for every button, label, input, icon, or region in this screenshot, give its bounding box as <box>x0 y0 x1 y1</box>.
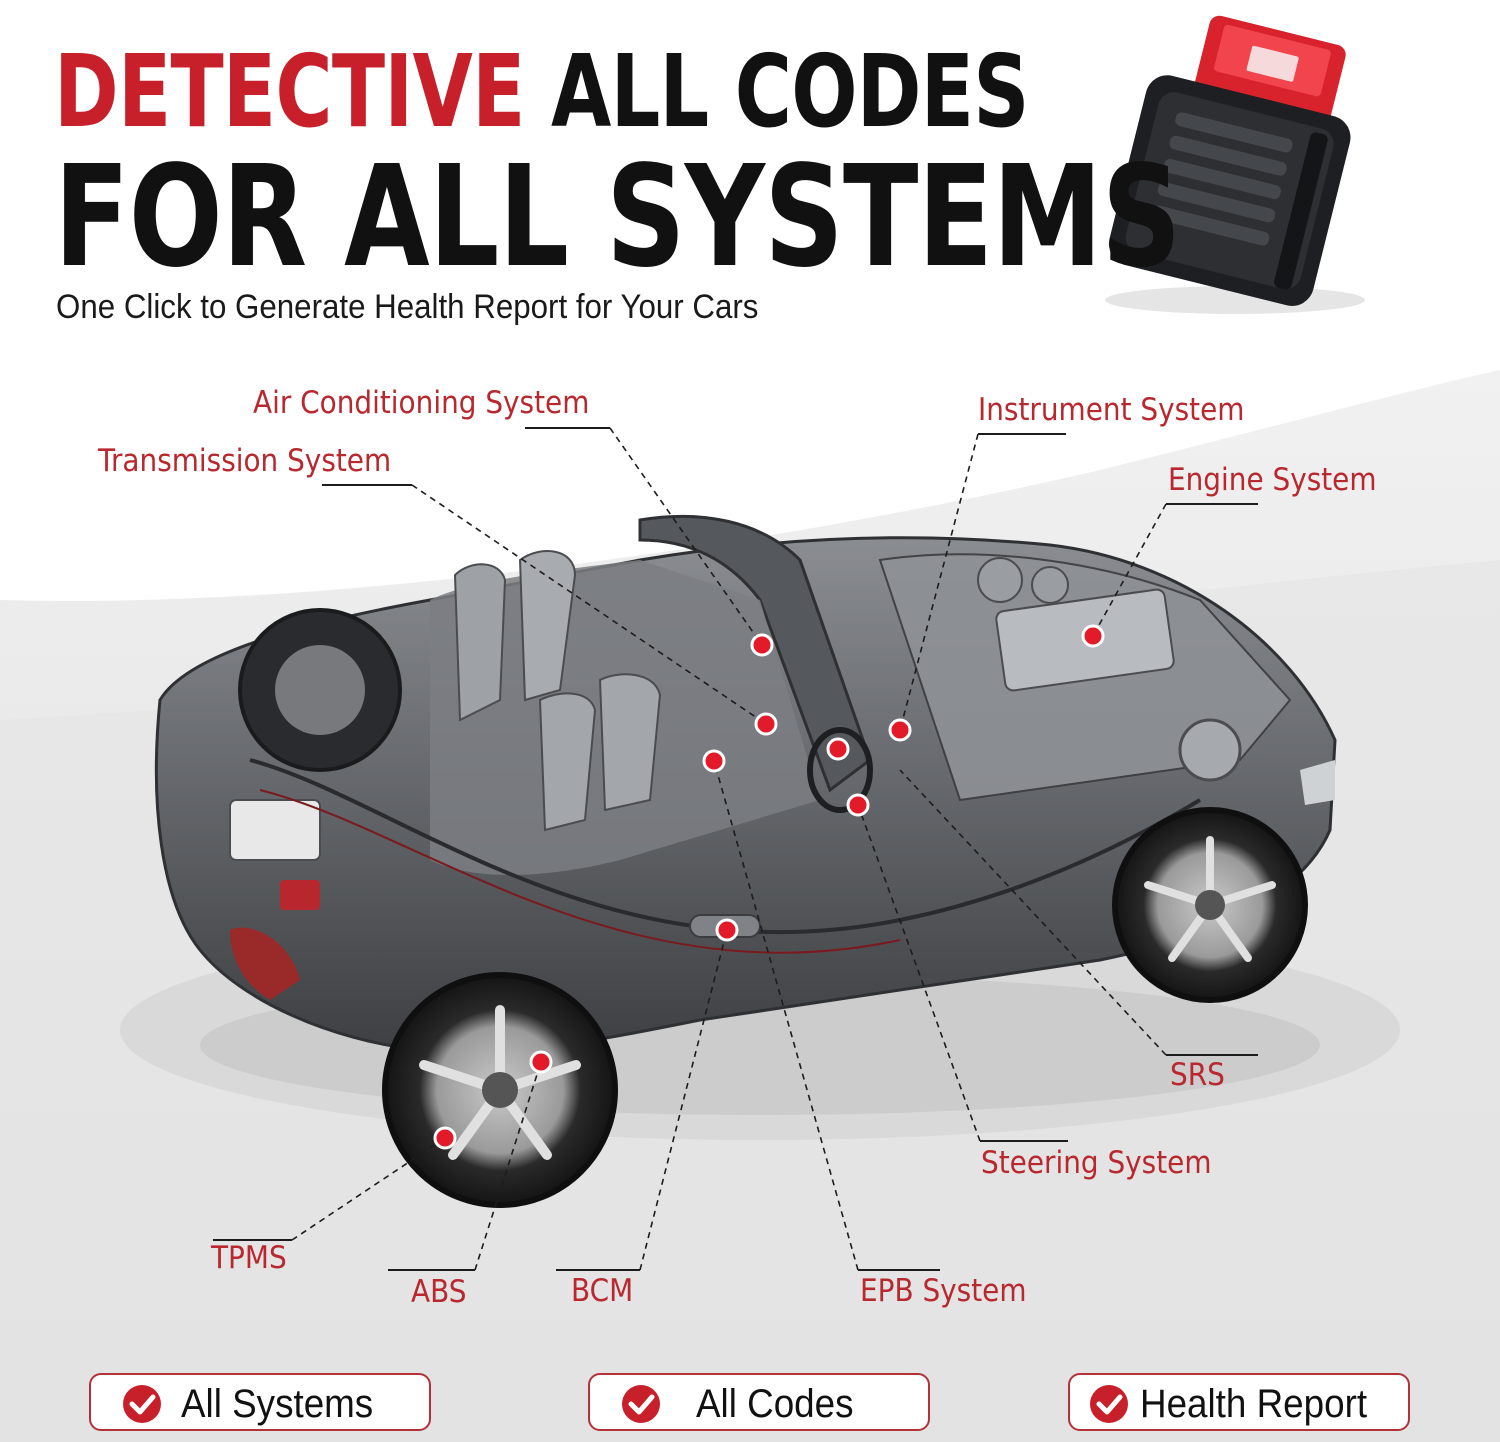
label-transmission: Transmission System <box>98 443 392 479</box>
marker-dot-icon <box>888 718 912 742</box>
feature-label: All Codes <box>696 1382 854 1426</box>
label-instrument: Instrument System <box>978 392 1245 428</box>
label-bcm: BCM <box>571 1273 634 1309</box>
feature-all-codes: All Codes <box>588 1373 930 1431</box>
feature-label: All Systems <box>181 1382 374 1426</box>
headline-rest: ALL CODES <box>551 33 1029 150</box>
marker-dot-icon <box>754 712 778 736</box>
marker-dot-icon <box>826 737 850 761</box>
headline-line-1: DETECTIVE ALL CODES <box>54 42 1029 142</box>
marker-dot-icon <box>846 793 870 817</box>
label-steering: Steering System <box>981 1145 1212 1181</box>
label-epb: EPB System <box>860 1273 1027 1309</box>
marker-dot-icon <box>750 633 774 657</box>
marker-dot-icon <box>702 749 726 773</box>
marker-dot-icon <box>1081 624 1105 648</box>
feature-health-report: Health Report <box>1068 1373 1410 1431</box>
check-circle-icon <box>123 1385 161 1423</box>
headline-line-2: FOR ALL SYSTEMS <box>54 136 1181 299</box>
feature-all-systems: All Systems <box>89 1373 431 1431</box>
marker-dot-icon <box>715 918 739 942</box>
marker-dot-icon <box>529 1050 553 1074</box>
label-srs: SRS <box>1170 1057 1225 1093</box>
label-air-conditioning: Air Conditioning System <box>253 385 590 421</box>
label-tpms: TPMS <box>211 1240 287 1276</box>
subtitle: One Click to Generate Health Report for … <box>56 288 759 326</box>
headline-accent: DETECTIVE <box>54 33 525 150</box>
feature-label: Health Report <box>1140 1382 1368 1426</box>
check-circle-icon <box>622 1385 660 1423</box>
label-abs: ABS <box>411 1274 467 1310</box>
marker-dot-icon <box>433 1126 457 1150</box>
check-circle-icon <box>1090 1385 1128 1423</box>
label-engine: Engine System <box>1168 462 1377 498</box>
